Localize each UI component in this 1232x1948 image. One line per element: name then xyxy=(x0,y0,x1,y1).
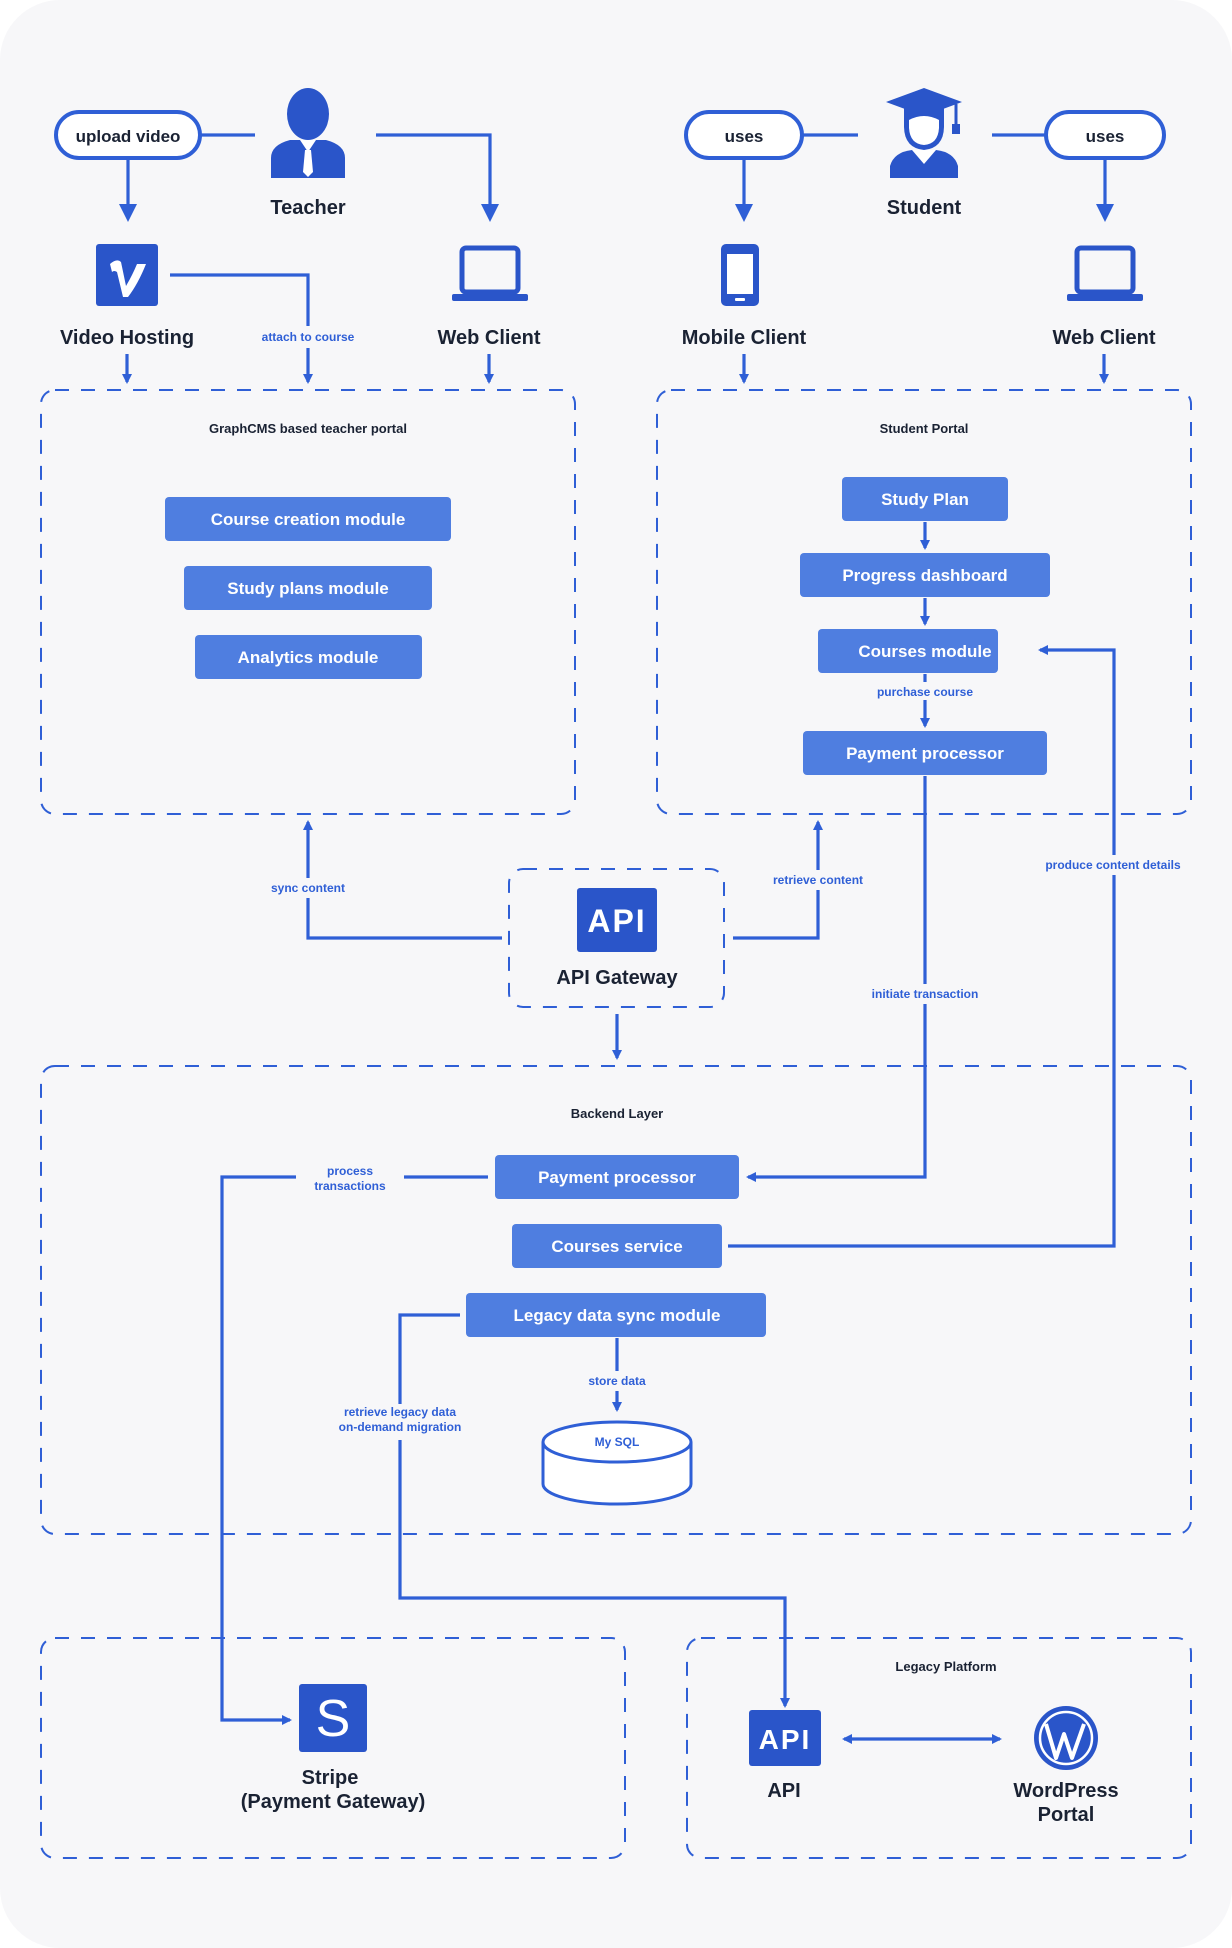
video-hosting-label: Video Hosting xyxy=(60,327,194,349)
legacy-platform-title: Legacy Platform xyxy=(895,1659,996,1674)
stripe-icon: S xyxy=(299,1684,367,1752)
backend-layer-container xyxy=(40,1065,1192,1535)
uses-web-pill: uses xyxy=(1044,110,1166,160)
laptop-icon xyxy=(1067,245,1143,301)
svg-text:Course creation module: Course creation module xyxy=(211,510,406,529)
uses-mobile-pill: uses xyxy=(684,110,804,160)
database-icon xyxy=(541,1420,693,1506)
courses-module: Courses module xyxy=(818,629,998,673)
wordpress-sublabel: Portal xyxy=(1038,1804,1095,1826)
courses-service: Courses service xyxy=(512,1224,722,1268)
analytics-module: Analytics module xyxy=(195,635,422,679)
edge-initiate-transaction xyxy=(746,776,927,1182)
process-transactions-label-1: process xyxy=(327,1164,373,1178)
student-portal-title: Student Portal xyxy=(880,421,969,436)
uses-mobile-label: uses xyxy=(725,127,764,146)
teacher-icon xyxy=(271,88,345,178)
mobile-phone-icon xyxy=(721,244,759,306)
retrieve-legacy-label-1: retrieve legacy data xyxy=(344,1405,456,1419)
course-creation-module: Course creation module xyxy=(165,497,451,541)
progress-dashboard-module: Progress dashboard xyxy=(800,553,1050,597)
svg-text:Payment processor: Payment processor xyxy=(846,744,1004,763)
wordpress-icon xyxy=(1034,1706,1098,1770)
api-icon: API xyxy=(577,888,657,952)
svg-text:Courses service: Courses service xyxy=(551,1237,682,1256)
payment-processor-module: Payment processor xyxy=(803,731,1047,775)
web-client-student-label: Web Client xyxy=(1053,327,1156,349)
edge-retrieve-content xyxy=(733,820,823,940)
svg-text:Study Plan: Study Plan xyxy=(881,490,969,509)
uses-web-label: uses xyxy=(1086,127,1125,146)
process-transactions-label-2: transactions xyxy=(314,1179,386,1193)
svg-text:Study plans module: Study plans module xyxy=(227,579,389,598)
purchase-course-label: purchase course xyxy=(877,685,973,699)
sync-content-label: sync content xyxy=(271,881,345,895)
retrieve-content-label: retrieve content xyxy=(773,873,863,887)
stripe-label: Stripe xyxy=(302,1767,359,1789)
edge-sync-content xyxy=(303,820,502,940)
backend-payment-processor: Payment processor xyxy=(495,1155,739,1199)
teacher-label: Teacher xyxy=(270,197,345,219)
svg-text:Analytics module: Analytics module xyxy=(238,648,379,667)
mobile-client-label: Mobile Client xyxy=(682,327,807,349)
api-gateway-container xyxy=(508,868,725,1008)
student-label: Student xyxy=(887,197,962,219)
wordpress-label: WordPress xyxy=(1013,1780,1118,1802)
legacy-platform-container xyxy=(686,1637,1192,1859)
student-graduate-icon xyxy=(886,88,962,178)
api-gateway-label: API Gateway xyxy=(556,967,678,989)
svg-text:Courses module: Courses module xyxy=(858,642,991,661)
edge-retrieve-legacy-data xyxy=(398,1313,790,1708)
edge-produce-content-details xyxy=(728,645,1116,1248)
study-plan-module: Study Plan xyxy=(842,477,1008,521)
produce-content-details-label: produce content details xyxy=(1045,858,1181,872)
svg-text:API: API xyxy=(587,903,646,939)
retrieve-legacy-label-2: on-demand migration xyxy=(339,1420,462,1434)
vimeo-icon xyxy=(96,244,158,306)
api-icon: API xyxy=(749,1710,821,1766)
svg-text:API: API xyxy=(759,1724,812,1755)
legacy-data-sync-module: Legacy data sync module xyxy=(466,1293,766,1337)
laptop-icon xyxy=(452,245,528,301)
teacher-portal-title: GraphCMS based teacher portal xyxy=(209,421,407,436)
upload-video-label: upload video xyxy=(76,127,181,146)
backend-layer-title: Backend Layer xyxy=(571,1106,664,1121)
stripe-sublabel: (Payment Gateway) xyxy=(241,1791,426,1813)
svg-text:Progress dashboard: Progress dashboard xyxy=(842,566,1007,585)
initiate-transaction-label: initiate transaction xyxy=(872,987,979,1001)
attach-to-course-label: attach to course xyxy=(262,330,355,344)
store-data-label: store data xyxy=(588,1374,646,1388)
legacy-api-label: API xyxy=(767,1780,800,1802)
mysql-label: My SQL xyxy=(595,1435,640,1449)
edge-teacher-to-web-client xyxy=(376,133,499,222)
web-client-teacher-label: Web Client xyxy=(438,327,541,349)
svg-text:Legacy data sync module: Legacy data sync module xyxy=(514,1306,721,1325)
study-plans-module: Study plans module xyxy=(184,566,432,610)
svg-text:S: S xyxy=(316,1690,351,1748)
svg-text:Payment processor: Payment processor xyxy=(538,1168,696,1187)
teacher-portal-container xyxy=(40,389,576,815)
stripe-container xyxy=(40,1637,626,1859)
upload-video-pill: upload video xyxy=(54,110,202,160)
